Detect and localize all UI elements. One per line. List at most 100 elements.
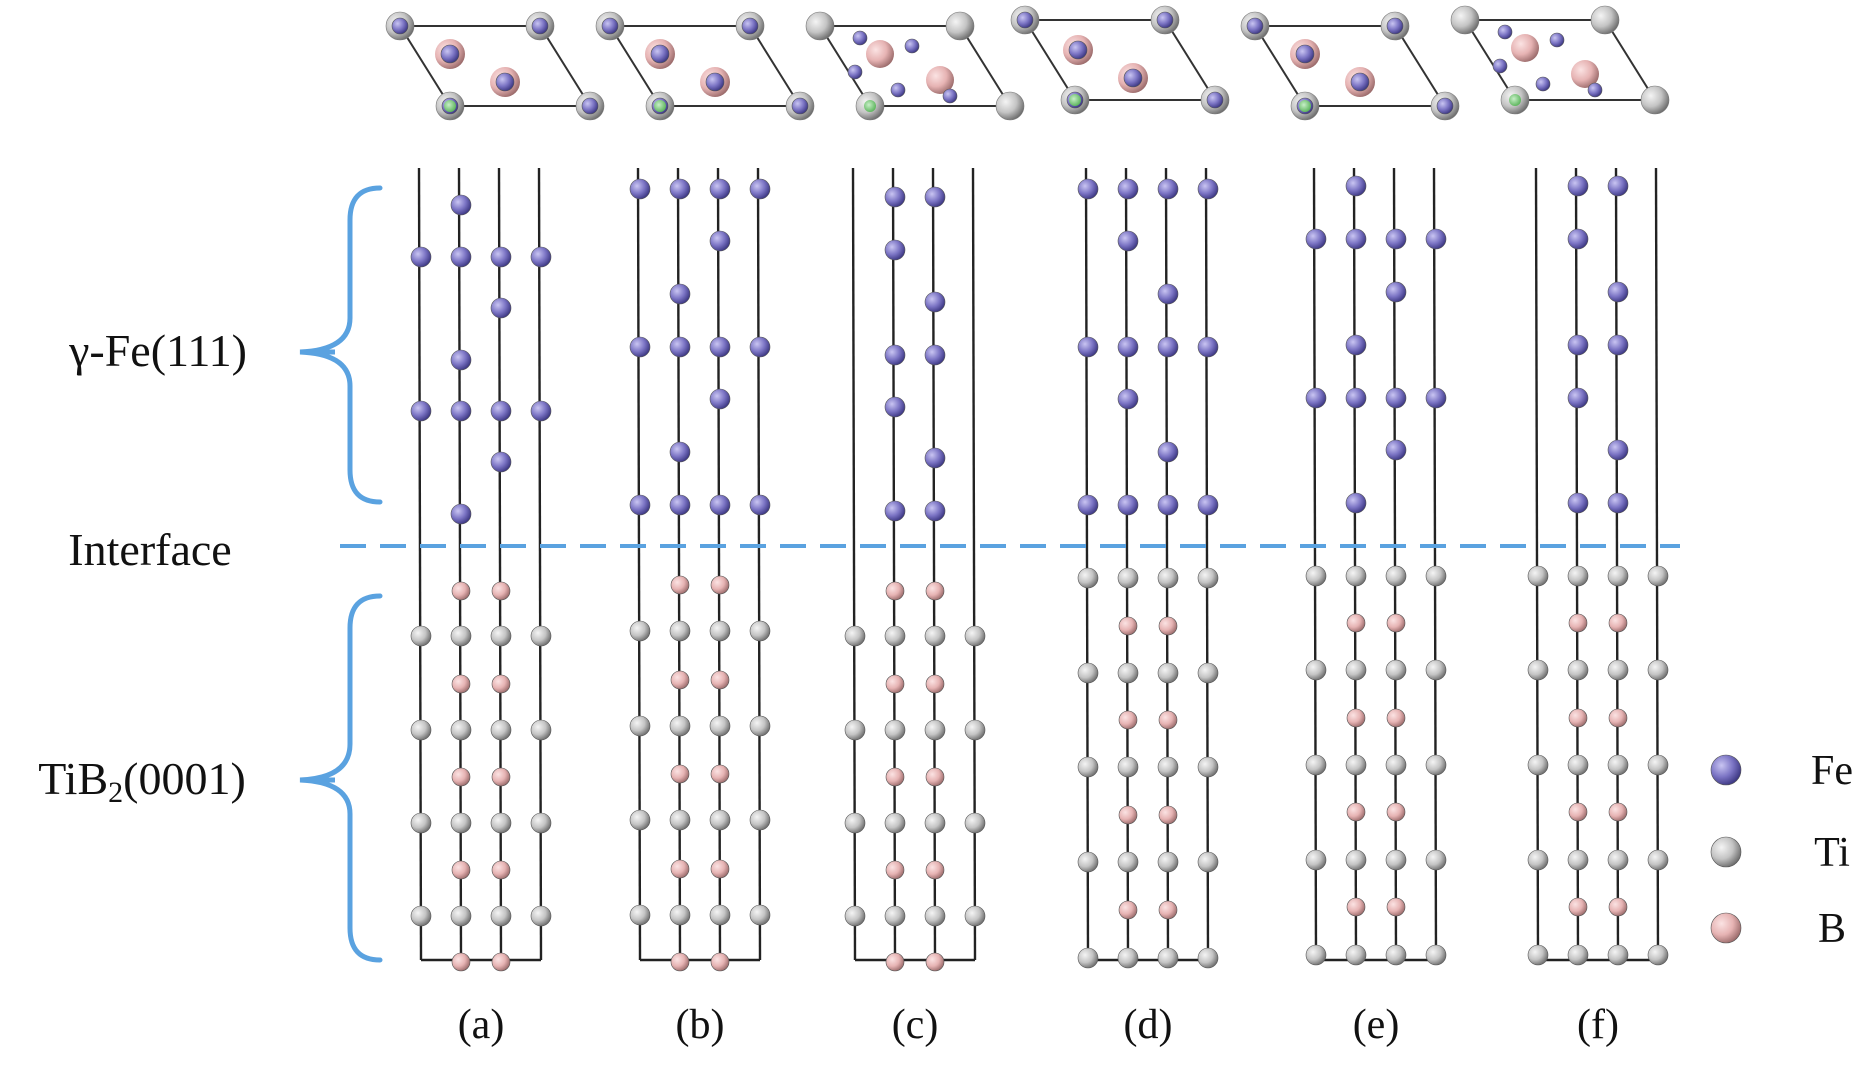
ti-atom: [1157, 851, 1179, 873]
fe-atom: [669, 283, 691, 305]
bond-line: [1654, 167, 1660, 961]
fe-atom: [852, 30, 868, 46]
b-atom: [710, 764, 730, 784]
ti-atom: [1567, 944, 1589, 966]
fe-atom: [884, 186, 906, 208]
ti-atom: [1640, 85, 1670, 115]
bond-line: [457, 167, 463, 961]
fe-atom: [1425, 387, 1447, 409]
fe-atom: [490, 400, 512, 422]
structure-panel-c: [844, 167, 986, 972]
b-atom: [670, 670, 690, 690]
ti-atom: [844, 719, 866, 741]
legend-label: Fe: [1811, 748, 1853, 794]
fe-atom: [904, 38, 920, 54]
bond-line: [716, 167, 722, 961]
ti-atom: [884, 812, 906, 834]
fe-atom: [410, 400, 432, 422]
tib2-label: TiB2(0001): [38, 753, 246, 809]
interface-label: Interface: [68, 524, 231, 575]
ti-atom: [1077, 851, 1099, 873]
fe-atom: [1607, 175, 1629, 197]
b-atom: [1568, 708, 1588, 728]
ti-atom: [964, 812, 986, 834]
b-atom: [925, 674, 945, 694]
b-atom: [1158, 805, 1178, 825]
ti-atom: [924, 812, 946, 834]
b-atom: [491, 767, 511, 787]
ti-atom: [709, 620, 731, 642]
fe-atom: [1197, 178, 1219, 200]
fe-atom: [1385, 281, 1407, 303]
ti-atom: [1647, 944, 1669, 966]
ti-atom: [1117, 662, 1139, 684]
ti-atom: [1197, 851, 1219, 873]
b-atom: [491, 674, 511, 694]
ti-atom: [884, 625, 906, 647]
bond-line: [851, 167, 857, 961]
ti-atom: [964, 905, 986, 927]
fe-atom: [1345, 228, 1367, 250]
ti-atom: [844, 625, 866, 647]
fe-atom: [490, 297, 512, 319]
ti-atom: [1345, 849, 1367, 871]
gamma-fe-label: γ-Fe(111): [68, 325, 247, 376]
fe-atom: [924, 344, 946, 366]
b-atom: [1608, 802, 1628, 822]
fe-atom: [1535, 76, 1551, 92]
ti-atom: [1607, 944, 1629, 966]
fe-atom: [749, 178, 771, 200]
fe-atom: [1117, 494, 1139, 516]
b-atom: [1158, 710, 1178, 730]
tib2-label-main: TiB: [38, 753, 108, 804]
fe-atom: [709, 230, 731, 252]
ti-atom: [709, 904, 731, 926]
structure-panel-f: [1527, 167, 1669, 966]
b-atom: [710, 575, 730, 595]
fe-atom: [1607, 492, 1629, 514]
fe-atom: [1607, 281, 1629, 303]
b-atom: [1568, 802, 1588, 822]
bond-line: [1352, 167, 1358, 961]
fe-atom: [391, 17, 409, 35]
bond-line: [1534, 167, 1540, 961]
fe-atom: [884, 396, 906, 418]
axis-origin-marker: [1299, 100, 1311, 112]
top-view-d: [1010, 5, 1230, 115]
ti-atom: [1117, 756, 1139, 778]
ti-atom: [1197, 947, 1219, 969]
b-atom: [1386, 708, 1406, 728]
b-atom: [1386, 613, 1406, 633]
fe-atom: [629, 494, 651, 516]
b-atom: [1568, 613, 1588, 633]
b-atom: [491, 860, 511, 880]
ti-atom: [490, 719, 512, 741]
ti-atom: [884, 905, 906, 927]
bond-line: [537, 167, 543, 961]
b-legend-swatch: [1710, 912, 1742, 944]
ti-atom: [1385, 944, 1407, 966]
unit-cell-outline: [608, 25, 802, 107]
ti-atom: [1527, 565, 1549, 587]
ti-atom: [1385, 754, 1407, 776]
bond-line: [497, 167, 503, 961]
b-atom: [1346, 613, 1366, 633]
fe-atom: [1157, 441, 1179, 463]
ti-legend-swatch: [1710, 836, 1742, 868]
fe-atom: [1123, 68, 1143, 88]
fe-atom: [1156, 11, 1174, 29]
bond-line: [1204, 167, 1210, 961]
bond-line: [891, 167, 897, 961]
ti-atom: [410, 905, 432, 927]
fe-atom: [1607, 439, 1629, 461]
ti-atom: [1647, 565, 1669, 587]
fe-atom: [530, 246, 552, 268]
fe-atom: [1077, 494, 1099, 516]
b-atom: [885, 581, 905, 601]
b-atom: [1118, 616, 1138, 636]
b-atom: [925, 767, 945, 787]
fe-atom: [1587, 82, 1603, 98]
fe-atom: [1385, 228, 1407, 250]
panel-caption-e: (e): [1353, 1002, 1400, 1048]
ti-atom: [1197, 756, 1219, 778]
